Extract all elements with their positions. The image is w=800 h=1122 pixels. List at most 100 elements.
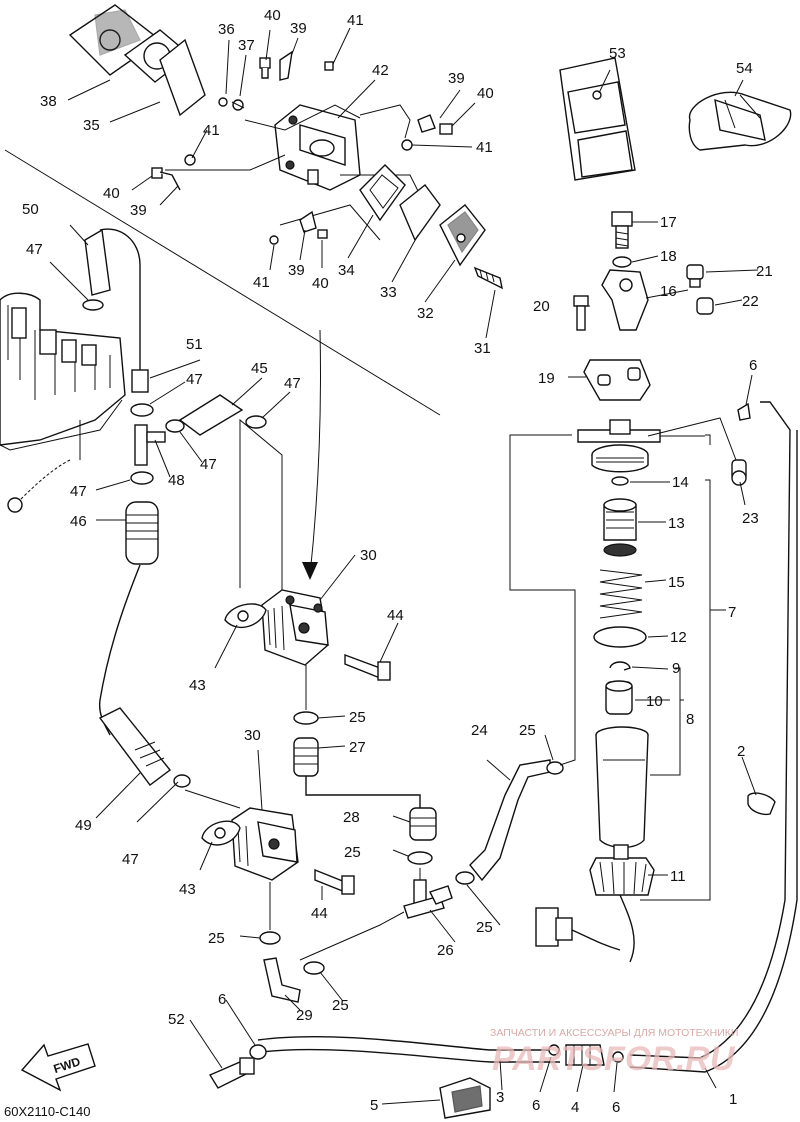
callout-40: 40 [477,85,494,102]
callout-33: 33 [380,284,397,301]
bracket-19 [583,359,651,401]
callout-8: 8 [686,711,694,728]
hose-3 [257,1035,560,1063]
callout-47: 47 [186,371,203,388]
screw-40-right [439,123,453,135]
clip-9 [609,661,631,671]
connector-4 [565,1044,605,1066]
callout-34: 34 [338,262,355,279]
bolt-20 [573,295,589,331]
spring-15 [599,569,643,619]
gasket-43-upper [224,603,267,629]
leader-lines [49,27,759,1105]
connector-52 [208,1057,255,1089]
callout-6: 6 [218,991,226,1008]
fwd-arrow: FWD [20,1043,96,1092]
callout-27: 27 [349,739,366,756]
gasket-33 [399,184,441,242]
bolt-44-lower [314,868,355,895]
hose-29 [263,957,301,1003]
bolt-17 [611,211,633,249]
callout-36: 36 [218,21,235,38]
element-13 [603,498,637,557]
callout-6: 6 [532,1097,540,1114]
grommet-21 [686,264,704,288]
callout-41: 41 [476,139,493,156]
callout-35: 35 [83,117,100,134]
fuel-pump-30-lower [231,807,299,881]
plate-35 [159,38,206,117]
callout-25: 25 [519,722,536,739]
gasket-38 [68,4,162,76]
callout-49: 49 [75,817,92,834]
callout-22: 22 [742,293,759,310]
tee-48 [134,424,166,466]
callout-47: 47 [26,241,43,258]
callout-6: 6 [612,1099,620,1116]
callout-48: 48 [168,472,185,489]
clip-6-left [249,1044,267,1060]
clip-2 [747,792,776,816]
callout-39: 39 [130,202,147,219]
callout-20: 20 [533,298,550,315]
callout-4: 4 [571,1099,579,1116]
hose-45 [178,394,244,436]
callout-30: 30 [244,727,261,744]
callout-25: 25 [349,709,366,726]
callout-39: 39 [448,70,465,87]
grommet-23 [731,459,747,486]
hose-27 [293,737,319,777]
callout-14: 14 [672,474,689,491]
callout-32: 32 [417,305,434,322]
clamp-47-low [130,471,154,485]
callout-23: 23 [742,510,759,527]
callout-41: 41 [203,122,220,139]
callout-39: 39 [290,20,307,37]
callout-1: 1 [729,1091,737,1108]
clip-6-line [548,1044,624,1063]
callout-21: 21 [756,263,773,280]
callout-42: 42 [372,62,389,79]
carb-body-42 [274,104,361,191]
watermark-brand: PARTSFOR.RU [492,1040,736,1078]
hose-49 [98,564,172,786]
cup-nut-11 [589,844,655,896]
bracket-16 [601,269,649,331]
hose-28 [305,776,437,841]
hose-24 [469,759,564,882]
callout-25: 25 [476,919,493,936]
grommet-22 [696,297,714,315]
callout-41: 41 [253,274,270,291]
callout-54: 54 [736,60,753,77]
oring-14 [611,476,629,486]
small-parts-36-37 [218,97,245,111]
hose-50 [84,228,141,380]
watermark-caption: ЗАПЧАСТИ И АКСЕССУАРЫ ДЛЯ МОТОТЕХНИКИ [490,1027,738,1039]
callout-43: 43 [189,677,206,694]
callout-40: 40 [103,185,120,202]
callout-47: 47 [200,456,217,473]
washer-18 [612,256,632,268]
clip-39-right [417,114,436,133]
callout-2: 2 [737,743,745,760]
callout-25: 25 [344,844,361,861]
filter-bag-54 [688,91,792,151]
callout-45: 45 [251,360,268,377]
callout-38: 38 [40,93,57,110]
callout-9: 9 [672,660,680,677]
gasket-43-lower [201,820,241,846]
callout-52: 52 [168,1011,185,1028]
watermark: ЗАПЧАСТИ И АКСЕССУАРЫ ДЛЯ МОТОТЕХНИКИ PA… [490,1027,738,1078]
lower-small-parts [269,210,328,245]
screw-40-left [151,167,181,191]
callout-28: 28 [343,809,360,826]
callout-5: 5 [370,1097,378,1114]
callout-17: 17 [660,214,677,231]
clamp-25-bottom [303,961,325,975]
clamp-47-right [165,415,267,433]
clamp-25-upper [293,711,319,725]
gasket-34 [359,164,406,222]
clamp-25-mid [407,851,433,865]
callout-51: 51 [186,336,203,353]
callout-30: 30 [360,547,377,564]
